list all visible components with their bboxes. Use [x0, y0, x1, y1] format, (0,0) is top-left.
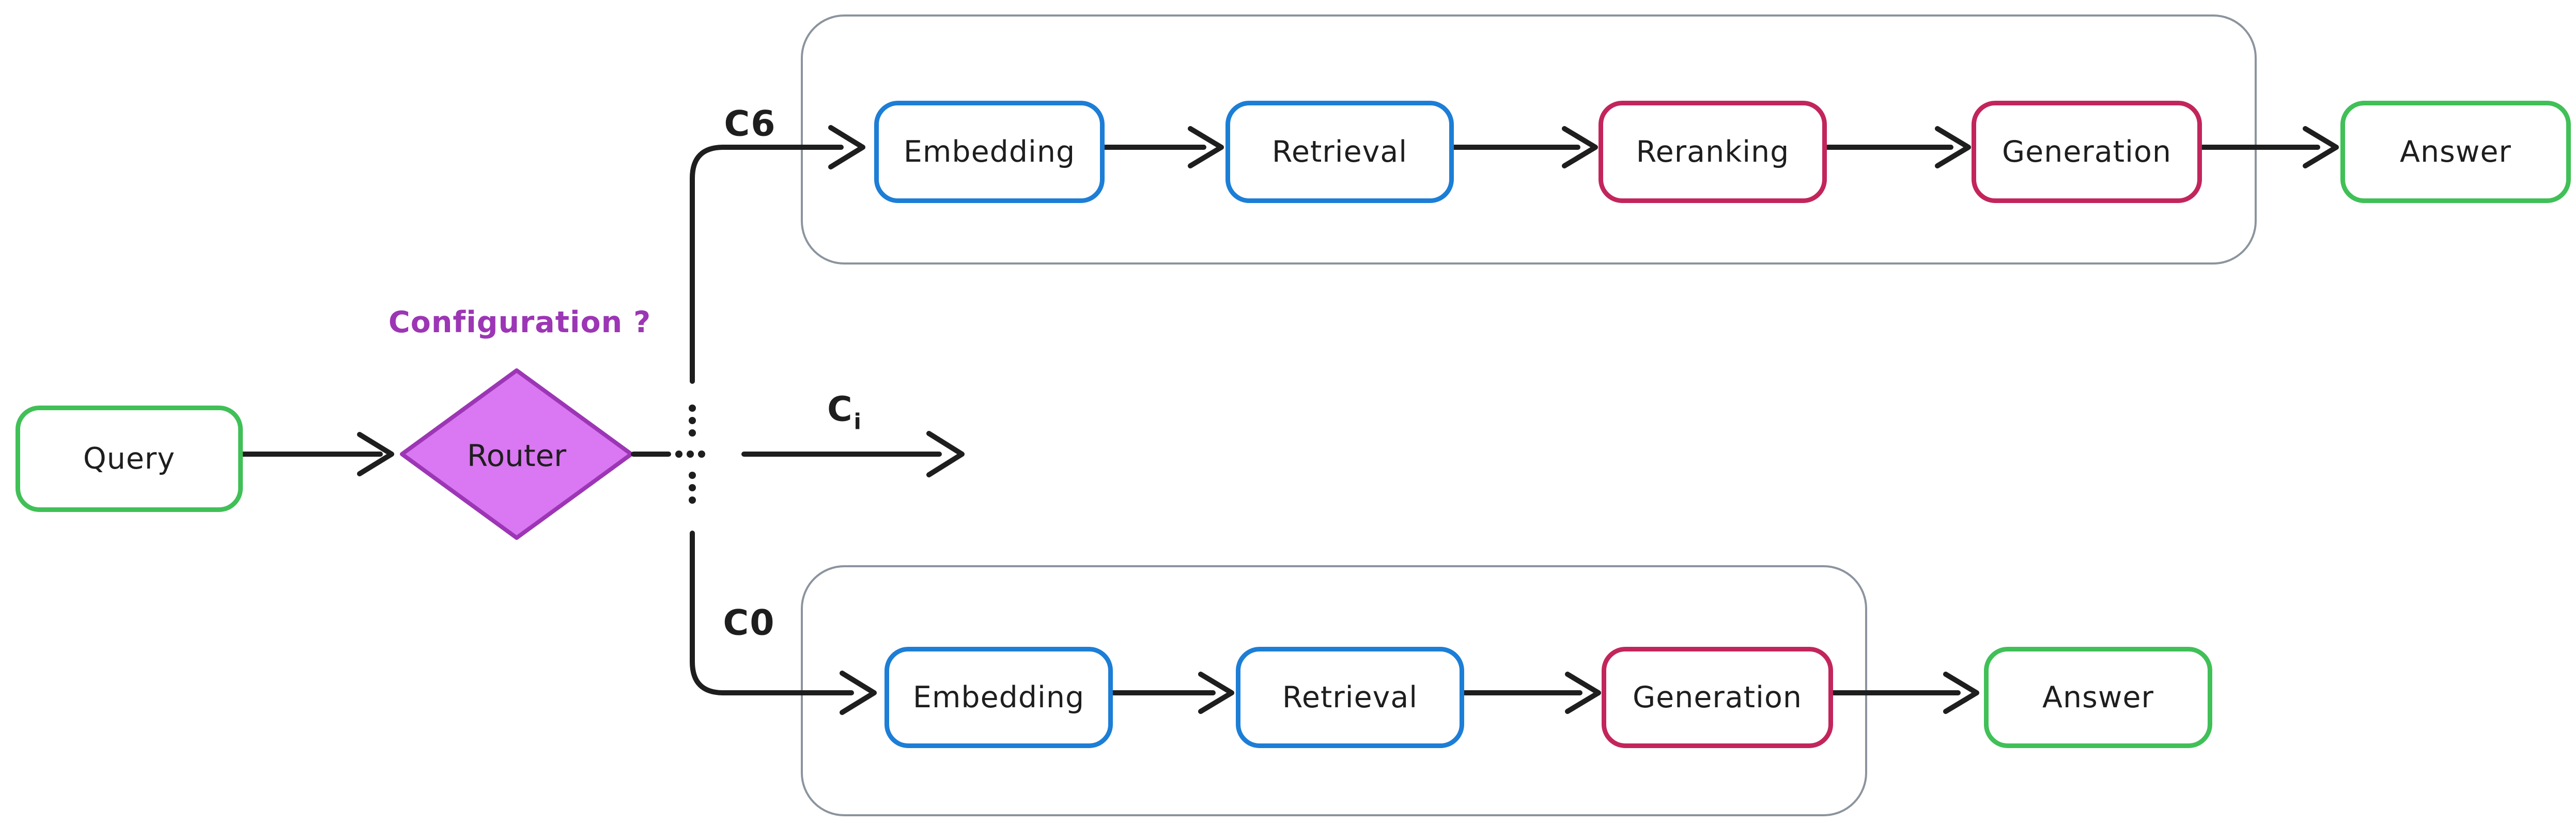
node-answer-c6: Answer — [2340, 101, 2571, 203]
node-query: Query — [15, 406, 243, 512]
node-generation-c0: Generation — [1602, 647, 1833, 748]
node-router-label: Router — [467, 438, 567, 473]
node-retrieval-c0-label: Retrieval — [1282, 680, 1418, 715]
router-diamond — [400, 368, 633, 540]
arrow-generation-to-answer-c0 — [1824, 672, 1979, 714]
branch-label-c0: C0 — [723, 602, 775, 644]
arrow-branch-ci — [741, 431, 965, 477]
node-query-label: Query — [83, 442, 176, 476]
node-answer-c6-label: Answer — [2400, 135, 2511, 169]
dots-junction-upper — [689, 405, 696, 437]
branch-label-ci-base: C — [827, 389, 852, 429]
container-c6-pipeline — [801, 14, 2257, 265]
branch-label-c6: C6 — [724, 103, 777, 145]
node-reranking-c6: Reranking — [1599, 101, 1827, 203]
node-answer-c0-label: Answer — [2042, 680, 2154, 715]
node-retrieval-c6-label: Retrieval — [1271, 135, 1408, 169]
arrow-branch-c0 — [690, 531, 877, 715]
node-embedding-c6: Embedding — [874, 101, 1105, 203]
node-generation-c6: Generation — [1972, 101, 2202, 203]
dots-junction-horizontal — [675, 451, 705, 458]
node-embedding-c6-label: Embedding — [903, 135, 1076, 169]
dots-junction-lower — [689, 472, 696, 504]
branch-label-ci-subscript: i — [854, 409, 861, 434]
arrow-branch-c6 — [690, 125, 865, 384]
node-generation-c6-label: Generation — [2002, 135, 2171, 169]
arrow-retrieval-to-reranking-c6 — [1445, 126, 1598, 168]
branch-label-ci: Ci — [827, 389, 861, 434]
arrow-embedding-to-retrieval-c6 — [1096, 126, 1224, 168]
arrow-generation-to-answer-c6 — [2193, 126, 2339, 168]
node-reranking-c6-label: Reranking — [1636, 135, 1790, 169]
node-generation-c0-label: Generation — [1633, 680, 1802, 715]
node-retrieval-c0: Retrieval — [1236, 647, 1464, 748]
arrow-retrieval-to-generation-c0 — [1455, 672, 1601, 714]
node-embedding-c0: Embedding — [884, 647, 1113, 748]
node-embedding-c0-label: Embedding — [912, 680, 1085, 715]
node-retrieval-c6: Retrieval — [1225, 101, 1454, 203]
arrow-embedding-to-retrieval-c0 — [1104, 672, 1234, 714]
arrow-query-to-router — [234, 432, 394, 476]
router-question-label: Configuration ? — [388, 305, 651, 339]
node-answer-c0: Answer — [1984, 647, 2212, 748]
arrow-reranking-to-generation-c6 — [1818, 126, 1971, 168]
